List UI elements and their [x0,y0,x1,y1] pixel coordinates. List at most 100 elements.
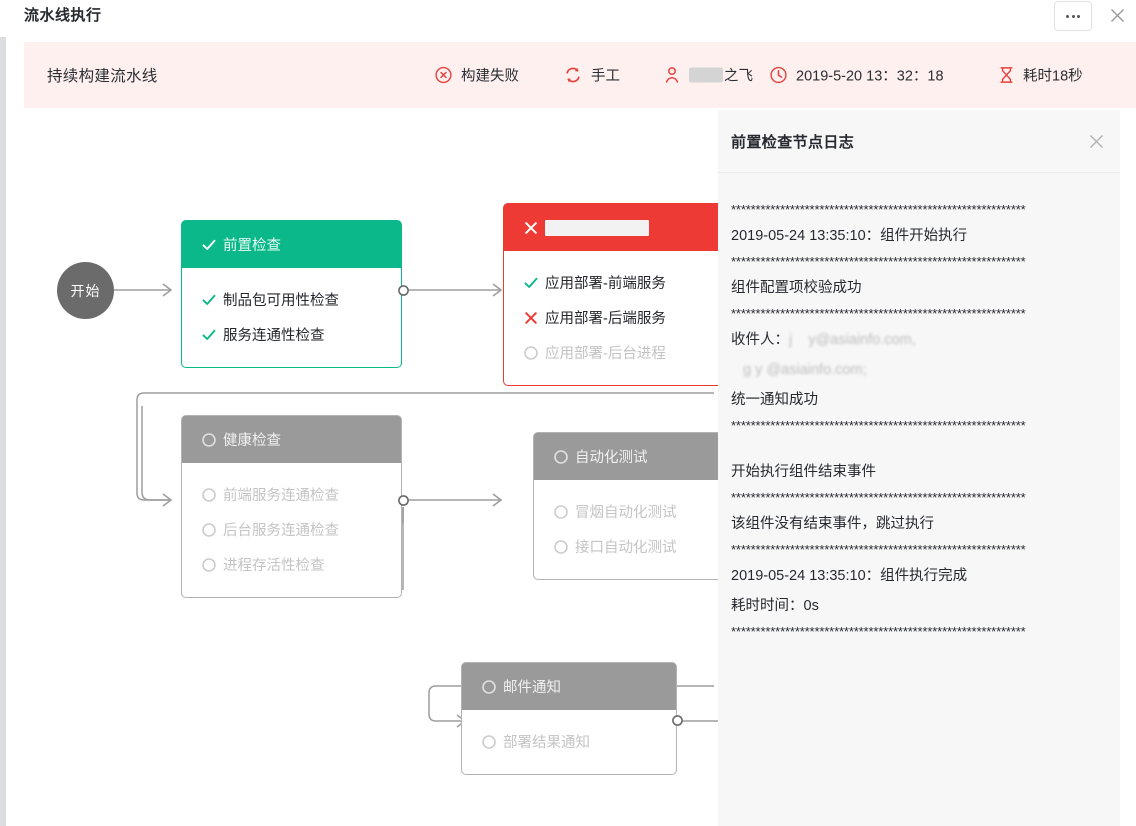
check-icon [201,292,223,308]
circle-pending-icon [201,487,223,503]
log-panel-header: 前置检查节点日志 [718,110,1120,173]
summary-operator-label: 之飞 [724,68,753,85]
node-precheck[interactable]: 前置检查 制品包可用性检查 服务连通性检查 [181,220,402,368]
node-healthcheck-header[interactable]: 健康检查 [182,416,401,463]
step-label: 服务连通性检查 [223,328,325,344]
hourglass-icon [999,67,1014,84]
node-healthcheck[interactable]: 健康检查 前端服务连通检查 后台服务连通检查 进程存活性检查 [181,415,402,598]
left-gutter [6,0,24,826]
step-label: 部署结果通知 [503,735,590,751]
summary-trigger-type: 手工 [564,65,620,86]
circle-pending-icon [553,539,575,555]
node-autotest-title: 自动化测试 [575,450,648,466]
log-line: 组件配置项校验成功 [731,280,862,296]
node-precheck-header[interactable]: 前置检查 [182,221,401,268]
recipient-email-redaction: j y@asiainfo.com, [789,332,916,348]
circle-pending-icon [201,557,223,573]
node-autotest-header[interactable]: 自动化测试 [534,433,753,480]
log-separator: ****************************************… [731,490,1026,505]
cross-icon [523,310,545,326]
step-item[interactable]: 应用部署-后端服务 [504,300,723,335]
start-node-label: 开始 [70,282,101,299]
node-precheck-output-port[interactable] [397,284,410,297]
step-label: 应用部署-后台进程 [545,346,666,362]
circle-pending-icon [523,345,545,361]
circle-pending-icon [553,504,575,520]
check-icon [201,237,223,253]
circle-pending-icon [553,449,575,465]
step-item[interactable]: 服务连通性检查 [182,317,401,352]
node-mail-notify-title: 邮件通知 [503,680,561,696]
log-line-recipients-2: g y @asiainfo.com; [731,355,1107,385]
node-deploy-steps: 应用部署-前端服务 应用部署-后端服务 应用部署-后台进程 [504,251,723,385]
log-panel-title: 前置检查节点日志 [731,134,855,151]
node-healthcheck-steps: 前端服务连通检查 后台服务连通检查 进程存活性检查 [182,463,401,597]
check-icon [201,327,223,343]
node-mail-notify-output-port[interactable] [671,714,684,727]
node-deploy[interactable]: 应用部署-前端服务 应用部署-后端服务 应用部署-后台进程 [503,203,724,386]
circle-pending-icon [201,432,223,448]
step-item[interactable]: 后台服务连通检查 [182,512,401,547]
step-label: 冒烟自动化测试 [575,505,677,521]
step-item[interactable]: 接口自动化测试 [534,529,753,564]
user-icon [664,67,680,84]
node-autotest-steps: 冒烟自动化测试 接口自动化测试 [534,480,753,579]
step-label: 进程存活性检查 [223,558,325,574]
node-deploy-header[interactable] [504,204,723,251]
page-title: 流水线执行 [24,7,102,24]
step-item[interactable]: 部署结果通知 [462,724,676,759]
log-line: 2019-05-24 13:35:10：组件开始执行 [731,228,968,244]
step-item[interactable]: 进程存活性检查 [182,547,401,582]
node-autotest[interactable]: 自动化测试 冒烟自动化测试 接口自动化测试 [533,432,754,580]
step-label: 应用部署-后端服务 [545,311,666,327]
pipeline-connectors-rails [402,507,404,590]
circle-pending-icon [201,522,223,538]
log-separator: ****************************************… [731,624,1026,639]
step-item[interactable]: 制品包可用性检查 [182,282,401,317]
log-scrollbar[interactable] [1120,110,1136,826]
pipeline-summary-bar: 持续构建流水线 构建失败 手工 [24,42,1136,108]
recipient-email-redaction-2: g y @asiainfo.com; [731,362,867,378]
step-label: 后台服务连通检查 [223,523,339,539]
log-line: 2019-05-24 13:35:10：组件执行完成 [731,568,968,584]
node-healthcheck-output-port[interactable] [397,494,410,507]
summary-start-time: 2019-5-20 13：32：18 [770,65,944,86]
step-label: 接口自动化测试 [575,540,677,556]
node-log-panel: 前置检查节点日志 *******************************… [718,110,1136,826]
summary-build-status-label: 构建失败 [461,68,519,85]
summary-build-status: 构建失败 [435,65,519,86]
step-item[interactable]: 应用部署-后台进程 [504,335,723,370]
log-blank-line [731,437,1107,457]
clock-icon [770,66,787,84]
step-item[interactable]: 前端服务连通检查 [182,477,401,512]
log-line: 耗时时间：0s [731,598,819,614]
log-separator: ****************************************… [731,202,1026,217]
circle-pending-icon [481,734,503,750]
log-separator: ****************************************… [731,418,1026,433]
node-precheck-title: 前置检查 [223,238,281,254]
node-mail-notify-header[interactable]: 邮件通知 [462,663,676,710]
close-icon [1110,8,1124,22]
step-item[interactable]: 应用部署-前端服务 [504,265,723,300]
node-precheck-steps: 制品包可用性检查 服务连通性检查 [182,268,401,367]
step-item[interactable]: 冒烟自动化测试 [534,494,753,529]
more-options-button[interactable] [1054,1,1092,31]
step-label: 前端服务连通检查 [223,488,339,504]
node-mail-notify[interactable]: 邮件通知 部署结果通知 [461,662,677,775]
close-log-panel-button[interactable] [1084,129,1108,153]
summary-operator: 之飞 [664,65,753,86]
node-healthcheck-title: 健康检查 [223,433,281,449]
window-titlebar: 流水线执行 [0,0,1136,37]
close-window-button[interactable] [1104,2,1130,28]
log-separator: ****************************************… [731,254,1026,269]
log-line: 统一通知成功 [731,392,818,408]
log-separator: ****************************************… [731,542,1026,557]
start-node[interactable]: 开始 [57,262,114,319]
summary-duration-label: 耗时18秒 [1023,68,1083,85]
summary-trigger-label: 手工 [591,68,620,85]
summary-start-time-label: 2019-5-20 13：32：18 [796,68,944,85]
left-edge-strip [0,0,6,826]
step-label: 应用部署-前端服务 [545,276,666,292]
log-output[interactable]: ****************************************… [718,173,1120,826]
circle-pending-icon [481,679,503,695]
